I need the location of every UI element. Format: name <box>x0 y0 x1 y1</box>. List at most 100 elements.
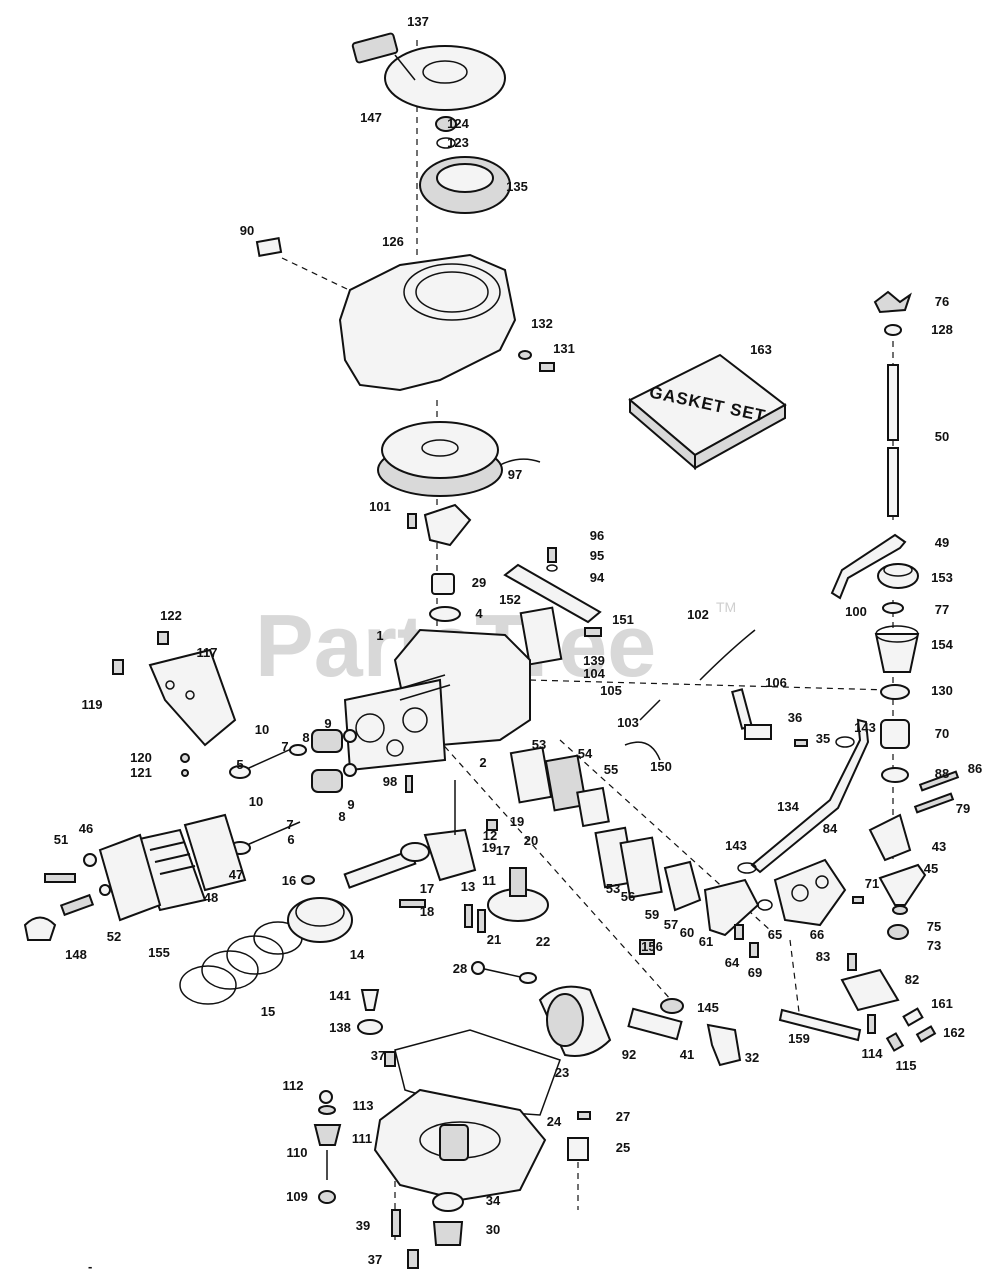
callout-143: 143 <box>725 838 747 853</box>
oil-fill-plug <box>360 989 380 1011</box>
line-clamp-lower <box>737 862 757 874</box>
callout-126: 126 <box>382 234 404 249</box>
intake-screw <box>734 924 744 940</box>
callout-159: 159 <box>788 1031 810 1046</box>
callout-86: 86 <box>968 761 982 776</box>
callout-151: 151 <box>612 612 634 627</box>
callout-19: 19 <box>482 840 496 855</box>
tappets <box>464 904 486 933</box>
callout-39: 39 <box>356 1218 370 1233</box>
callout-10: 10 <box>249 794 263 809</box>
callout-106: 106 <box>765 675 787 690</box>
callout-36: 36 <box>788 710 802 725</box>
intake-pipe <box>703 878 760 937</box>
callout-97: 97 <box>508 467 522 482</box>
callout-114: 114 <box>862 1046 884 1061</box>
callout-152: 152 <box>499 592 521 607</box>
line-clamp-upper <box>835 736 855 748</box>
callout-7: 7 <box>286 817 293 832</box>
callout-19: 19 <box>510 814 524 829</box>
starter-nut-washer <box>435 116 457 149</box>
governor-parts <box>313 1090 342 1204</box>
callout-162: 162 <box>943 1025 965 1040</box>
exhaust-nut <box>660 998 684 1014</box>
callout-52: 52 <box>107 929 121 944</box>
camshaft-gear <box>487 867 549 922</box>
callout-2: 2 <box>479 755 486 770</box>
callout-64: 64 <box>725 955 740 970</box>
callout-46: 46 <box>79 821 93 836</box>
baffle-screw <box>112 659 124 675</box>
callout-27: 27 <box>616 1109 630 1124</box>
rewind-starter <box>351 32 506 111</box>
callout-88: 88 <box>935 766 949 781</box>
callout-11: 11 <box>482 873 496 888</box>
callout-61: 61 <box>699 934 713 949</box>
callout-103: 103 <box>617 715 639 730</box>
mounting-bracket <box>98 833 162 922</box>
callout-66: 66 <box>810 927 824 942</box>
callout-90: 90 <box>240 223 254 238</box>
blower-housing <box>338 253 517 392</box>
exhaust-pipe <box>627 1007 683 1041</box>
callout-49: 49 <box>935 535 949 550</box>
callout-117: 117 <box>197 645 218 660</box>
governor-link <box>699 629 756 681</box>
callout-113: 113 <box>353 1098 374 1113</box>
callout-92: 92 <box>622 1047 636 1062</box>
callout-16: 16 <box>282 873 296 888</box>
callout-71: 71 <box>865 876 879 891</box>
crankshaft <box>405 775 498 882</box>
strap-nut <box>887 924 909 940</box>
callout-22: 22 <box>536 934 550 949</box>
callout-132: 132 <box>531 316 553 331</box>
callout-111: 111 <box>352 1131 372 1146</box>
callout-69: 69 <box>748 965 762 980</box>
oil-seal <box>429 606 461 622</box>
callout-109: 109 <box>286 1189 308 1204</box>
fitting-stem <box>59 893 95 917</box>
callout-45: 45 <box>924 861 938 876</box>
callout-43: 43 <box>932 839 946 854</box>
spring-156 <box>639 939 655 955</box>
callout-15: 15 <box>261 1004 275 1019</box>
callout-48: 48 <box>204 890 218 905</box>
callout-47: 47 <box>229 867 243 882</box>
callout-10: 10 <box>255 722 269 737</box>
callout-145: 145 <box>697 1000 719 1015</box>
callout-20: 20 <box>524 833 538 848</box>
intake-screw-2 <box>749 942 759 958</box>
fitting-washer <box>99 884 111 896</box>
callout-124: 124 <box>447 116 469 131</box>
callout-25: 25 <box>616 1140 630 1155</box>
callout-83: 83 <box>816 949 830 964</box>
callout-7: 7 <box>281 739 288 754</box>
callout-137: 137 <box>407 14 429 29</box>
base-seal-34 <box>432 1192 464 1212</box>
breather-screw <box>584 627 602 637</box>
linkage-spring <box>624 741 661 761</box>
carburetor <box>757 858 847 927</box>
callout-98: 98 <box>383 774 397 789</box>
callout-138: 138 <box>329 1020 351 1035</box>
muffler <box>538 985 612 1057</box>
callout-53: 53 <box>532 737 546 752</box>
callout-37: 37 <box>368 1252 382 1267</box>
callout-134: 134 <box>777 799 799 814</box>
base-screw-37 <box>384 1051 396 1067</box>
callout-148: 148 <box>65 947 87 962</box>
callout-95: 95 <box>590 548 604 563</box>
base-plate-25 <box>567 1137 589 1161</box>
callout-30: 30 <box>486 1222 500 1237</box>
callout-77: 77 <box>935 602 949 617</box>
rotating-screen <box>419 156 511 214</box>
callout-5: 5 <box>236 757 243 772</box>
governor-lever <box>731 688 753 730</box>
callout-101: 101 <box>369 499 391 514</box>
callout-131: 131 <box>553 341 575 356</box>
callout-161: 161 <box>931 996 953 1011</box>
connecting-rod <box>343 842 430 908</box>
breather-bracket <box>503 547 602 624</box>
breather-gasket <box>519 606 563 666</box>
